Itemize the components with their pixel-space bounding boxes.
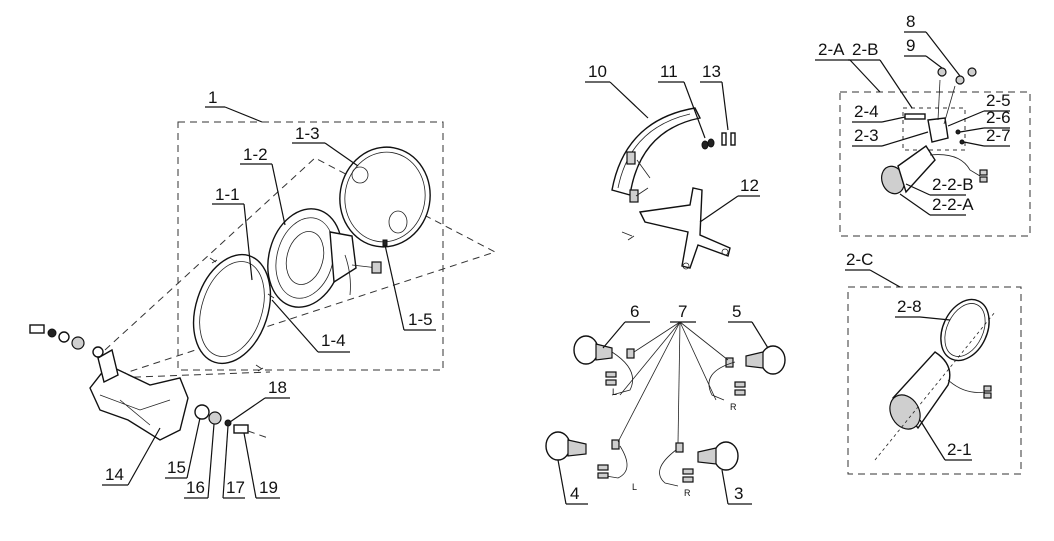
part-label-16: 16 — [186, 478, 205, 497]
part-label-1-1: 1-1 — [215, 185, 240, 204]
part-label-14: 14 — [105, 465, 124, 484]
part-label-3: 3 — [734, 484, 743, 503]
headlight-assembly-group: 1 1-3 1-2 1-1 1-4 1-5 14 15 16 — [29, 88, 497, 499]
part-label-18: 18 — [268, 378, 287, 397]
mounting-bolt-set-right — [194, 404, 269, 439]
part-label-2-A: 2-A — [818, 40, 845, 59]
headlight-shell — [339, 146, 431, 248]
part-label-2-4: 2-4 — [854, 102, 879, 121]
part-label-2-5: 2-5 — [986, 91, 1011, 110]
part-label-2-3: 2-3 — [854, 126, 879, 145]
part-label-1-2: 1-2 — [243, 145, 268, 164]
part-label-17: 17 — [226, 478, 245, 497]
headlight-group-box — [177, 121, 444, 371]
part-label-5: 5 — [732, 302, 741, 321]
part-label-1-5: 1-5 — [408, 310, 433, 329]
headlight-lens-unit — [267, 208, 357, 308]
part-label-2-1: 2-1 — [947, 440, 972, 459]
part-label-2-2-B: 2-2-B — [932, 175, 974, 194]
visor-screws — [701, 132, 736, 150]
part-label-6: 6 — [630, 302, 639, 321]
signal-bracket-plate — [927, 117, 949, 143]
headlight-bracket — [89, 348, 189, 441]
signal-housing — [897, 145, 936, 194]
part-label-4: 4 — [570, 484, 579, 503]
group-2C-box — [847, 286, 1022, 475]
part-label-11: 11 — [660, 62, 678, 81]
turn-signal-6 — [573, 335, 635, 396]
part-label-9: 9 — [906, 36, 915, 55]
wire-mark-left-rear: L — [632, 482, 637, 492]
part-label-2-2-A: 2-2-A — [932, 195, 974, 214]
visor-bracket — [638, 187, 731, 269]
turn-signal-5 — [708, 345, 786, 401]
part-label-7: 7 — [678, 302, 687, 321]
part-label-2-6: 2-6 — [986, 108, 1011, 127]
part-label-1-3: 1-3 — [295, 124, 320, 143]
part-label-2-7: 2-7 — [986, 126, 1011, 145]
mounting-bolt-set-left — [29, 324, 104, 358]
wire-mark-left-front: L — [612, 387, 617, 397]
part-label-1: 1 — [208, 88, 217, 107]
turn-signal-3 — [659, 441, 739, 487]
turn-signal-4 — [545, 431, 628, 479]
part-label-13: 13 — [702, 62, 721, 81]
signal-light-assembly-2C: 2-C 2-8 2-1 — [845, 250, 1022, 475]
part-label-2-B: 2-B — [852, 40, 878, 59]
signal-light-assembly-2A-2B: 2-A 2-B 8 9 2-4 2-3 2-5 2-6 2-7 2-2-B 2-… — [815, 12, 1031, 237]
part-label-10: 10 — [588, 62, 607, 81]
part-label-2-8: 2-8 — [897, 297, 922, 316]
part-label-15: 15 — [167, 458, 186, 477]
turn-signal-group: L R L R 7 6 5 4 3 — [545, 302, 786, 505]
part-label-2-C: 2-C — [846, 250, 873, 269]
headlight-connector — [371, 261, 382, 274]
part-label-19: 19 — [259, 478, 278, 497]
visor-assembly-group: 10 11 13 12 — [585, 62, 760, 270]
part-label-8: 8 — [906, 12, 915, 31]
wire-mark-right-front: R — [730, 402, 737, 412]
part-label-12: 12 — [740, 176, 759, 195]
wire-mark-right-rear: R — [684, 488, 691, 498]
headlight-rim — [192, 253, 272, 365]
part-label-1-4: 1-4 — [321, 331, 346, 350]
visor — [611, 107, 702, 196]
